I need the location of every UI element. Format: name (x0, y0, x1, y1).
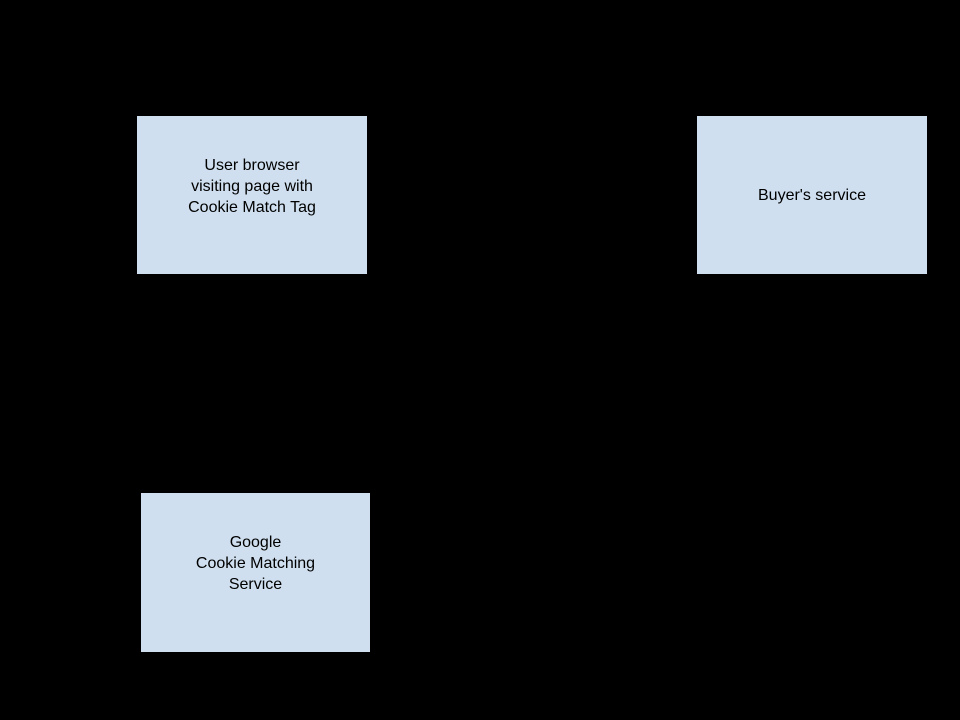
node-google-cookie-matching-service[interactable]: Google Cookie Matching Service (140, 492, 371, 653)
node-user-browser-label: User browser visiting page with Cookie M… (188, 156, 316, 216)
node-user-browser[interactable]: User browser visiting page with Cookie M… (136, 115, 368, 275)
node-buyers-service[interactable]: Buyer's service (696, 115, 928, 275)
node-buyers-service-label: Buyer's service (758, 186, 866, 204)
node-google-cookie-matching-service-label: Google Cookie Matching Service (195, 534, 316, 593)
